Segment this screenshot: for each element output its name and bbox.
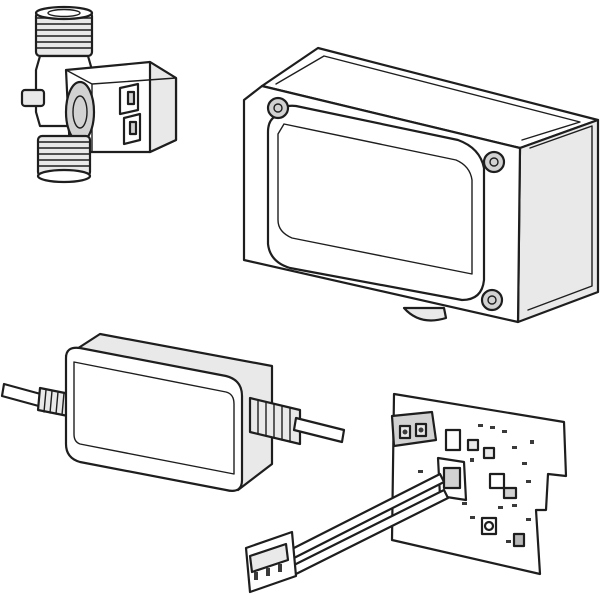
terminal-block xyxy=(390,410,438,448)
lid-screw xyxy=(266,96,290,120)
lid-screw xyxy=(482,150,506,174)
enclosure-box-icon xyxy=(242,46,600,324)
valve-inlet-thread xyxy=(34,5,94,58)
pcb-icon xyxy=(244,392,568,594)
wire-harness xyxy=(244,472,450,594)
power-adapter-icon xyxy=(0,332,346,492)
solenoid-valve-icon xyxy=(20,5,178,184)
lid-screw xyxy=(480,288,504,312)
valve-outlet-thread xyxy=(36,134,92,184)
